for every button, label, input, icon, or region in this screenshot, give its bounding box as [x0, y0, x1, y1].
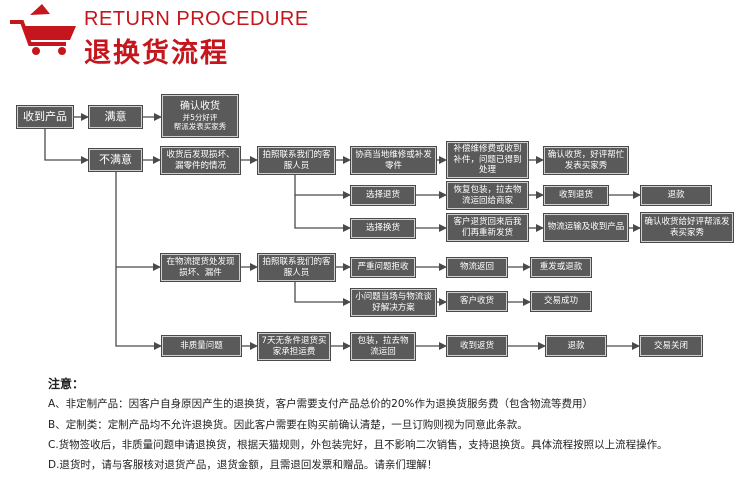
logistics-damage-box: 在物流提货处发现损坏、漏件	[160, 253, 241, 282]
unsatisfied-box: 不满意	[88, 148, 143, 172]
choose-exchange-box: 选择换货	[350, 218, 416, 239]
note-c: C.货物签收后，非质量问题申请退换货，根据天猫规则，外包装完好，且不影响二次销售…	[48, 439, 668, 451]
damaged-parts-box: 收货后发现损坏、漏零件的情况	[160, 146, 241, 175]
receive-return-box-2: 收到返货	[446, 335, 508, 357]
confirm-receipt-sub2: 帮派发表买家秀	[173, 122, 227, 132]
note-d: D.退货时，请与客服核对退货产品，退货金额，且需退回发票和赠品。请亲们理解！	[48, 459, 438, 471]
receive-product-box: 收到产品	[16, 105, 74, 129]
note-a: A、非定制产品：因客户自身原因产生的退换货，客户需要支付产品总价的20%作为退换…	[48, 398, 594, 410]
customer-receive-box: 客户收货	[446, 291, 508, 312]
confirm-receipt-main: 确认收货	[180, 100, 220, 112]
ship-receive-box: 物流运输及收到产品	[543, 213, 629, 242]
note-b: B、定制类：定制产品均不允许退换货。因此客户需要在购买前确认清楚，一旦订购则视为…	[48, 419, 528, 431]
notes-title: 注意：	[48, 377, 85, 391]
confirm-good-box-1: 确认收货，好评帮忙发表买家秀	[543, 146, 629, 175]
confirm-receipt-box: 确认收货 并5分好评 帮派发表买家秀	[161, 94, 239, 138]
choose-return-box: 选择退货	[350, 185, 416, 206]
refund-box-2: 退款	[545, 335, 607, 357]
repair-fee-box: 补偿维修费或收到补件，问题已得到处理	[446, 141, 529, 179]
repack-box: 恢复包装，拉去物流运回给商家	[446, 181, 529, 210]
resend-or-refund-box: 重发或退款	[530, 257, 592, 278]
deal-done-box: 交易成功	[530, 291, 592, 312]
header-title-en: RETURN PROCEDURE	[84, 8, 309, 30]
logistics-return-box: 物流返回	[446, 257, 508, 278]
pack-ship-back-box: 包装，拉去物流运回	[350, 332, 416, 361]
confirm-good-box-2: 确认收货给好评帮派发表买家秀	[640, 212, 734, 243]
contact-cs-box-2: 拍照联系我们的客服人员	[257, 253, 336, 282]
customer-return-resend-box: 客户退货回来后我们再重新发货	[446, 213, 529, 242]
confirm-receipt-sub1: 并5分好评	[182, 113, 218, 123]
non-quality-box: 非质量问题	[161, 335, 242, 357]
close-deal-box: 交易关闭	[639, 335, 703, 357]
header-title-cn: 退换货流程	[84, 38, 229, 69]
satisfied-box: 满意	[88, 105, 143, 129]
seven-day-box: 7天无条件退货买家承担运费	[257, 332, 331, 361]
contact-cs-box-1: 拍照联系我们的客服人员	[257, 146, 336, 175]
local-repair-box: 协商当地维修或补发零件	[350, 146, 437, 175]
strict-refuse-box: 严重问题拒收	[350, 257, 416, 278]
refund-box-1: 退款	[640, 185, 712, 206]
receive-return-box-1: 收到退货	[543, 185, 609, 206]
small-issue-box: 小问题当场与物流谈好解决方案	[350, 288, 437, 317]
shopping-cart-icon	[10, 4, 76, 55]
